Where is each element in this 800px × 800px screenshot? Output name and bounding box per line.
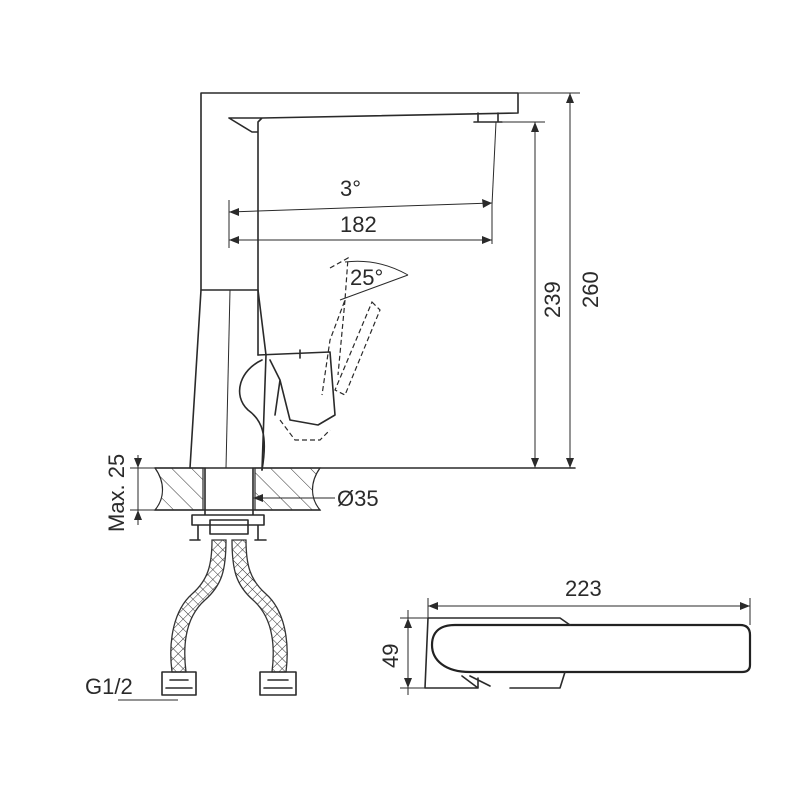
dim-hole-diameter: Ø35 xyxy=(337,486,379,511)
mounting-nut xyxy=(209,519,249,535)
dim-lever-angle: 25° xyxy=(350,265,383,290)
dim-reach: 182 xyxy=(340,212,377,237)
hose-fitting-left xyxy=(161,671,197,696)
dim-thread: G1/2 xyxy=(85,674,133,699)
pullout-hose-dashed xyxy=(334,300,381,396)
dim-spout-angle: 3° xyxy=(340,176,361,201)
dim-max-deck: Max. 25 xyxy=(104,454,129,532)
dim-top-length: 223 xyxy=(565,576,602,601)
top-view: 223 49 xyxy=(378,576,752,695)
deck-hatch-right xyxy=(254,467,322,511)
lever-angle-arc xyxy=(339,260,409,301)
dimension-arrows xyxy=(134,93,574,520)
top-view-dim-lines xyxy=(400,598,751,695)
spout-tilt-line xyxy=(491,121,497,206)
mounting-shank xyxy=(189,467,267,541)
hose-left xyxy=(170,539,227,673)
dim-top-width: 49 xyxy=(378,644,403,668)
deck-hatch-left xyxy=(153,467,204,511)
lever-raised-outline xyxy=(279,256,349,441)
top-view-arrows xyxy=(404,602,750,688)
hose-right xyxy=(231,539,288,673)
side-view: 3° 182 25° 239 260 Max. 25 Ø35 G1/2 xyxy=(85,92,603,701)
spout-outline xyxy=(200,92,519,356)
dim-height-outlet: 239 xyxy=(540,281,565,318)
dimension-lines xyxy=(118,92,580,701)
body-centerline xyxy=(225,289,231,469)
top-view-lever xyxy=(430,623,752,674)
top-view-body xyxy=(424,617,571,689)
dim-total-height: 260 xyxy=(578,271,603,308)
lever-handle xyxy=(238,349,336,471)
hose-fitting-right xyxy=(259,671,297,696)
aerator-outlet xyxy=(473,112,503,123)
